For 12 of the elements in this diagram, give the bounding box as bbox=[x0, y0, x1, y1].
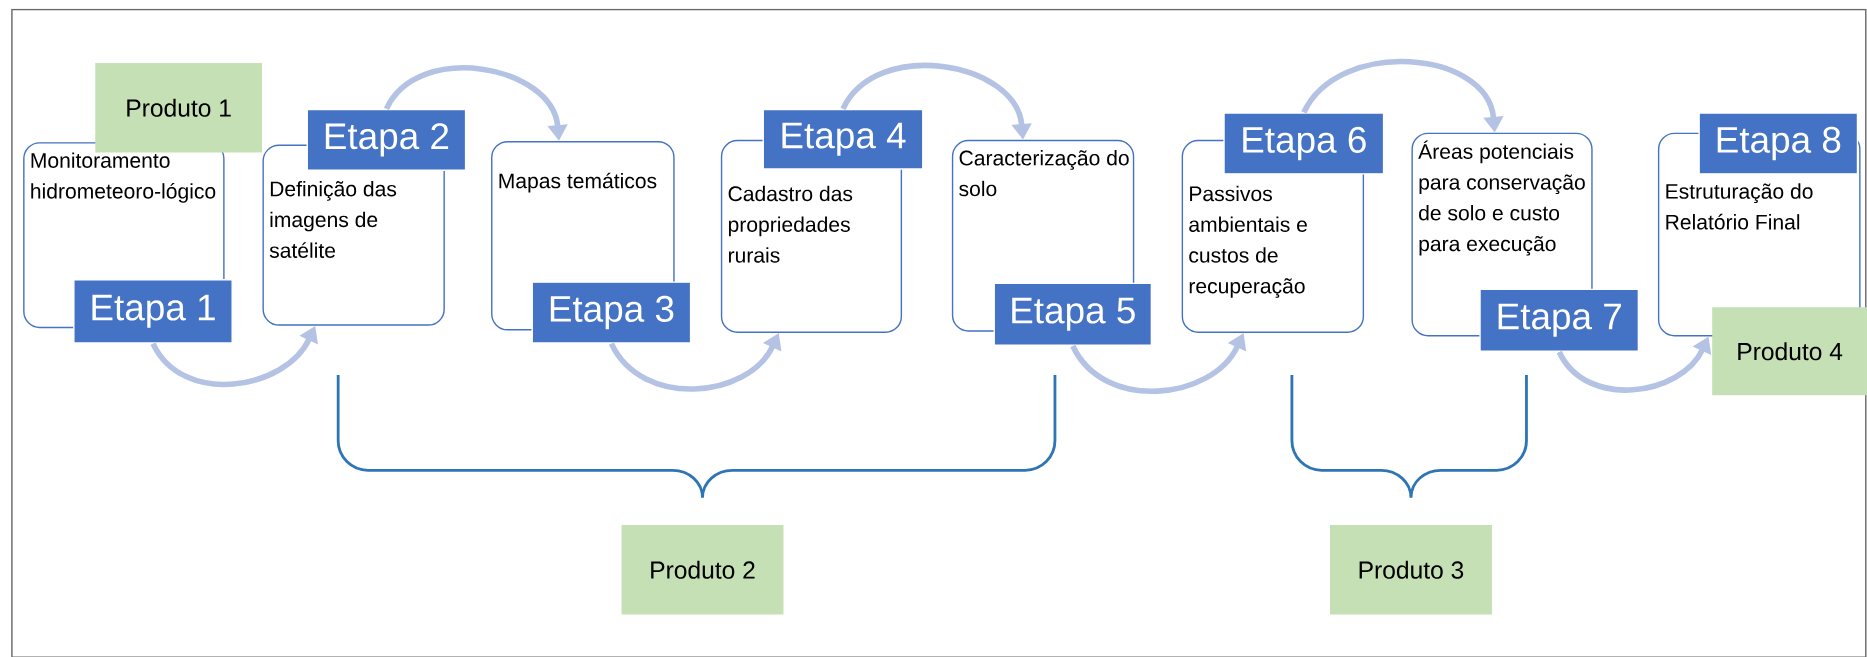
step-tab: Etapa 2 bbox=[306, 108, 467, 171]
step-tab: Etapa 7 bbox=[1479, 288, 1640, 352]
product-box: Produto 1 bbox=[95, 63, 262, 153]
step-tab: Etapa 8 bbox=[1698, 112, 1859, 175]
step-tab: Etapa 1 bbox=[73, 279, 233, 344]
step-tab: Etapa 4 bbox=[762, 108, 924, 170]
step-tab: Etapa 3 bbox=[531, 281, 692, 344]
product-box: Produto 4 bbox=[1712, 307, 1867, 396]
step-tab: Etapa 6 bbox=[1223, 112, 1385, 175]
product-box: Produto 3 bbox=[1330, 525, 1492, 615]
step-tab: Etapa 5 bbox=[993, 282, 1153, 346]
product-box: Produto 2 bbox=[621, 525, 784, 615]
